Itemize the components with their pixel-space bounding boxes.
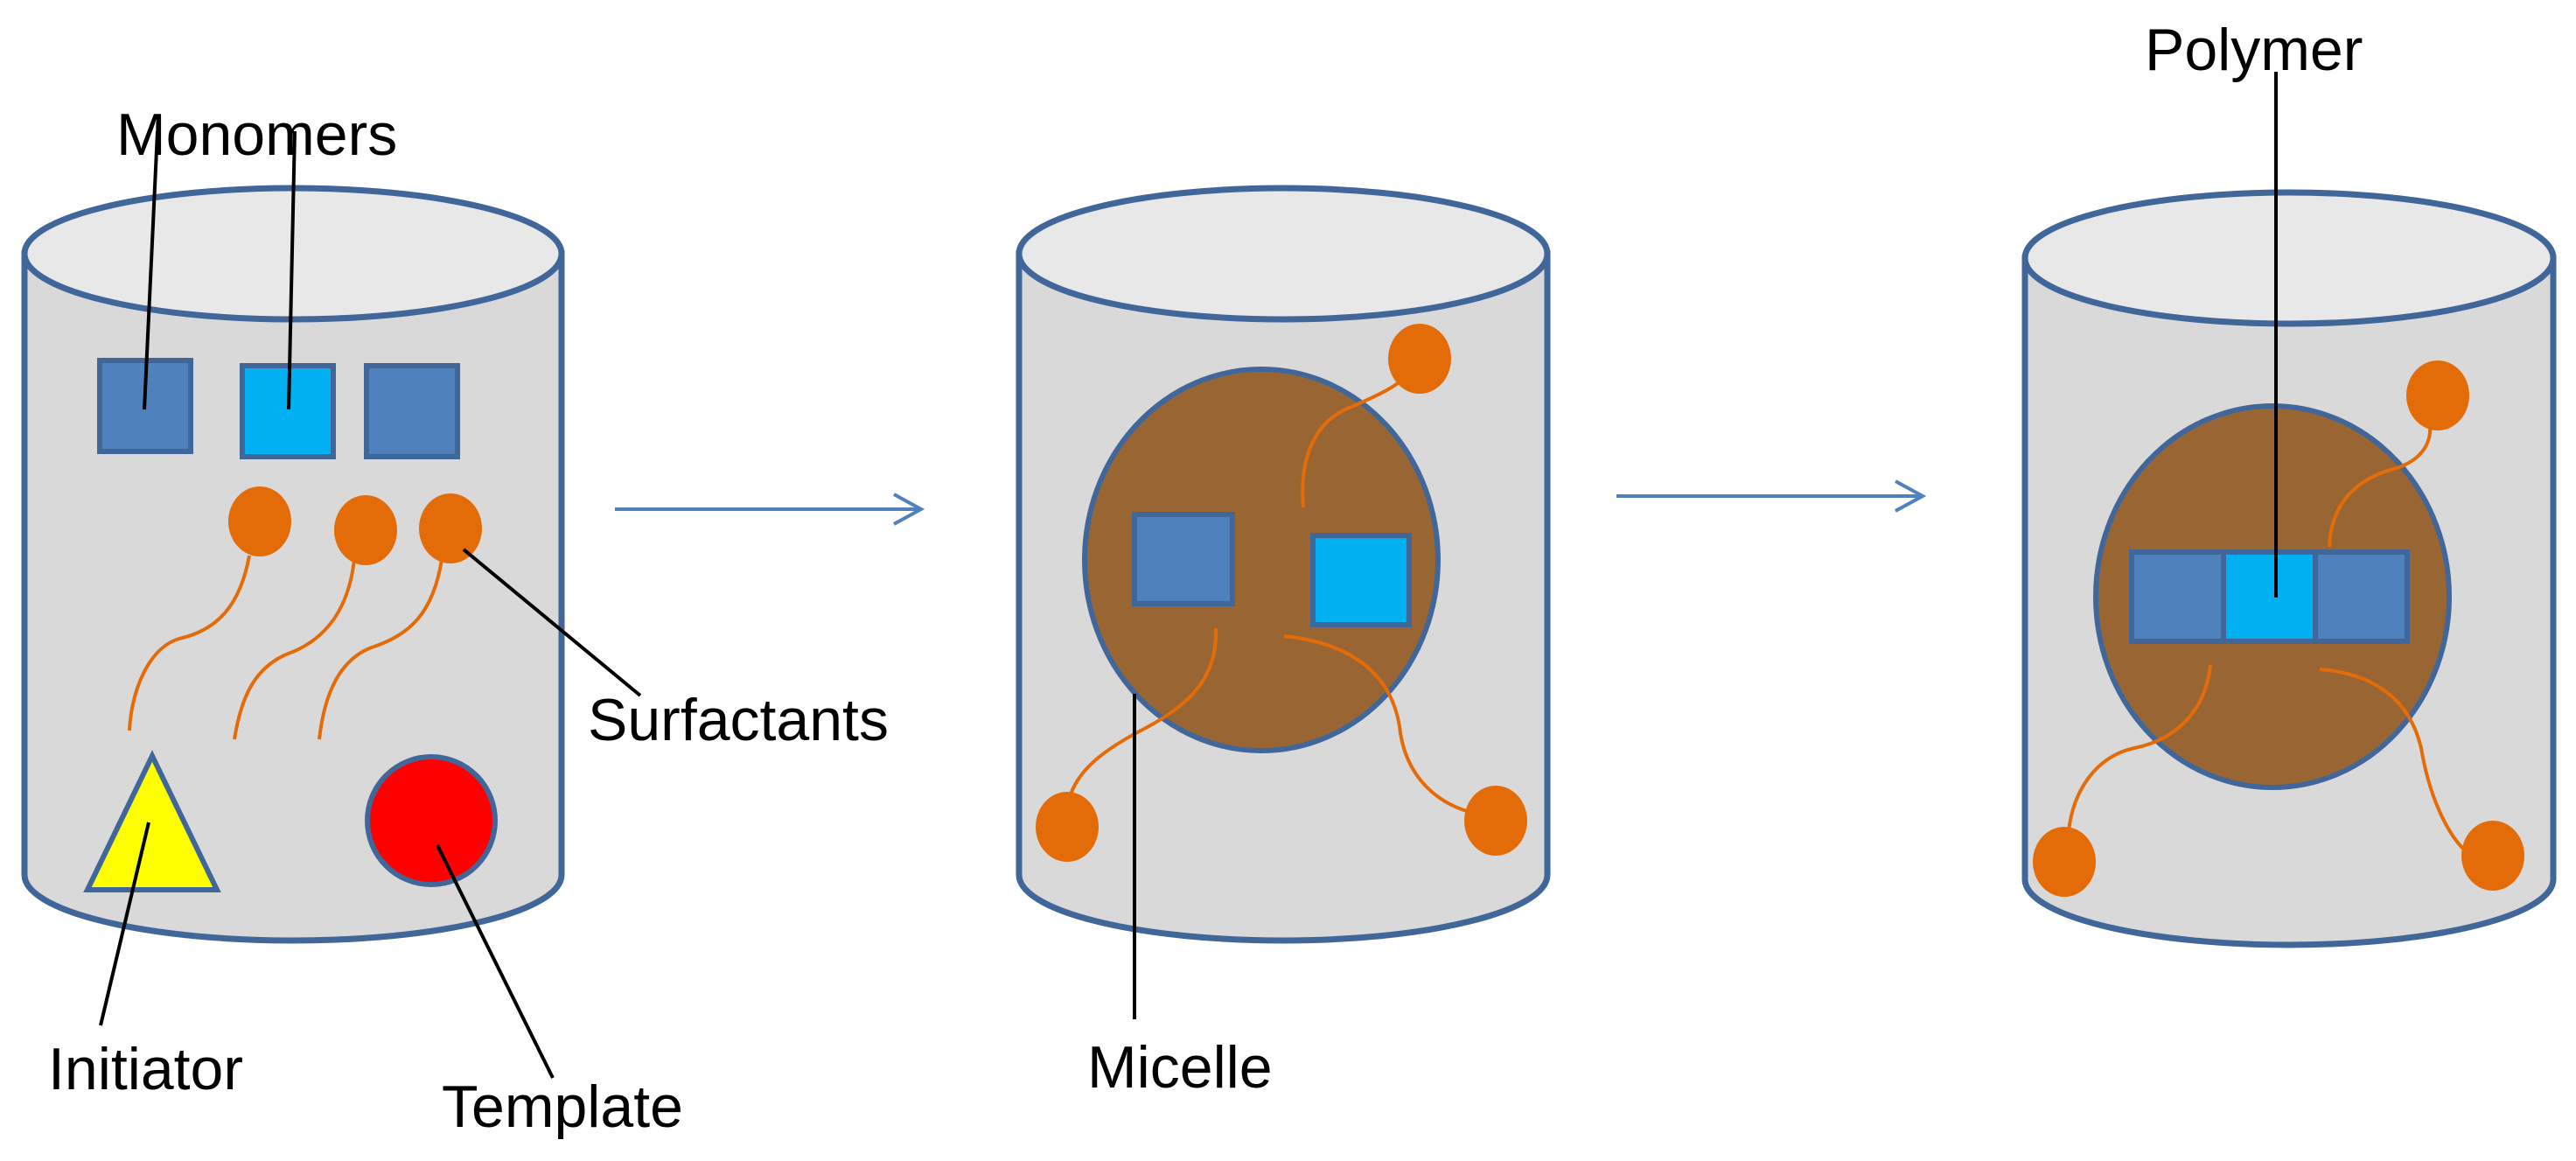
label-polymer: Polymer — [2145, 17, 2363, 83]
label-surfactants: Surfactants — [588, 687, 889, 753]
surfactant — [318, 493, 482, 740]
polymer-unit-dark — [2129, 549, 2226, 644]
leader-template — [436, 844, 555, 1079]
surfactant — [128, 486, 291, 731]
surfactant — [233, 495, 397, 740]
vessel-stage-1: Monomers Surfactants Initiator Template — [21, 101, 889, 1140]
leader-initiator — [99, 822, 150, 1026]
template-circle — [365, 754, 498, 887]
initiator-triangle — [83, 750, 221, 892]
arrow-stage-2-to-3 — [1616, 479, 1927, 513]
vessel-stage-2: Micelle — [1016, 185, 1551, 1101]
label-micelle: Micelle — [1087, 1034, 1273, 1101]
label-template: Template — [442, 1074, 683, 1140]
leader-monomers-1 — [143, 130, 159, 410]
surfactant — [2319, 668, 2524, 891]
surfactant — [1283, 634, 1527, 856]
polymer-unit-light — [2221, 549, 2318, 644]
monomer-dark — [1132, 512, 1235, 606]
monomer-light — [1310, 533, 1412, 627]
vessel-stage-3: Polymer — [2021, 17, 2557, 948]
vessel-top — [1016, 185, 1551, 323]
label-monomers: Monomers — [116, 101, 397, 168]
polymer-unit-dark — [2313, 549, 2410, 644]
vessel-top — [2021, 189, 2557, 327]
surfactant — [2033, 664, 2212, 897]
monomer-dark — [364, 363, 460, 459]
leader-surfactants — [462, 548, 642, 697]
arrow-stage-1-to-2 — [615, 493, 925, 526]
surfactant — [2328, 360, 2469, 548]
surfactant — [1036, 627, 1218, 862]
leader-monomers-2 — [287, 130, 297, 410]
label-initiator: Initiator — [48, 1036, 243, 1102]
surfactant — [1301, 324, 1451, 508]
